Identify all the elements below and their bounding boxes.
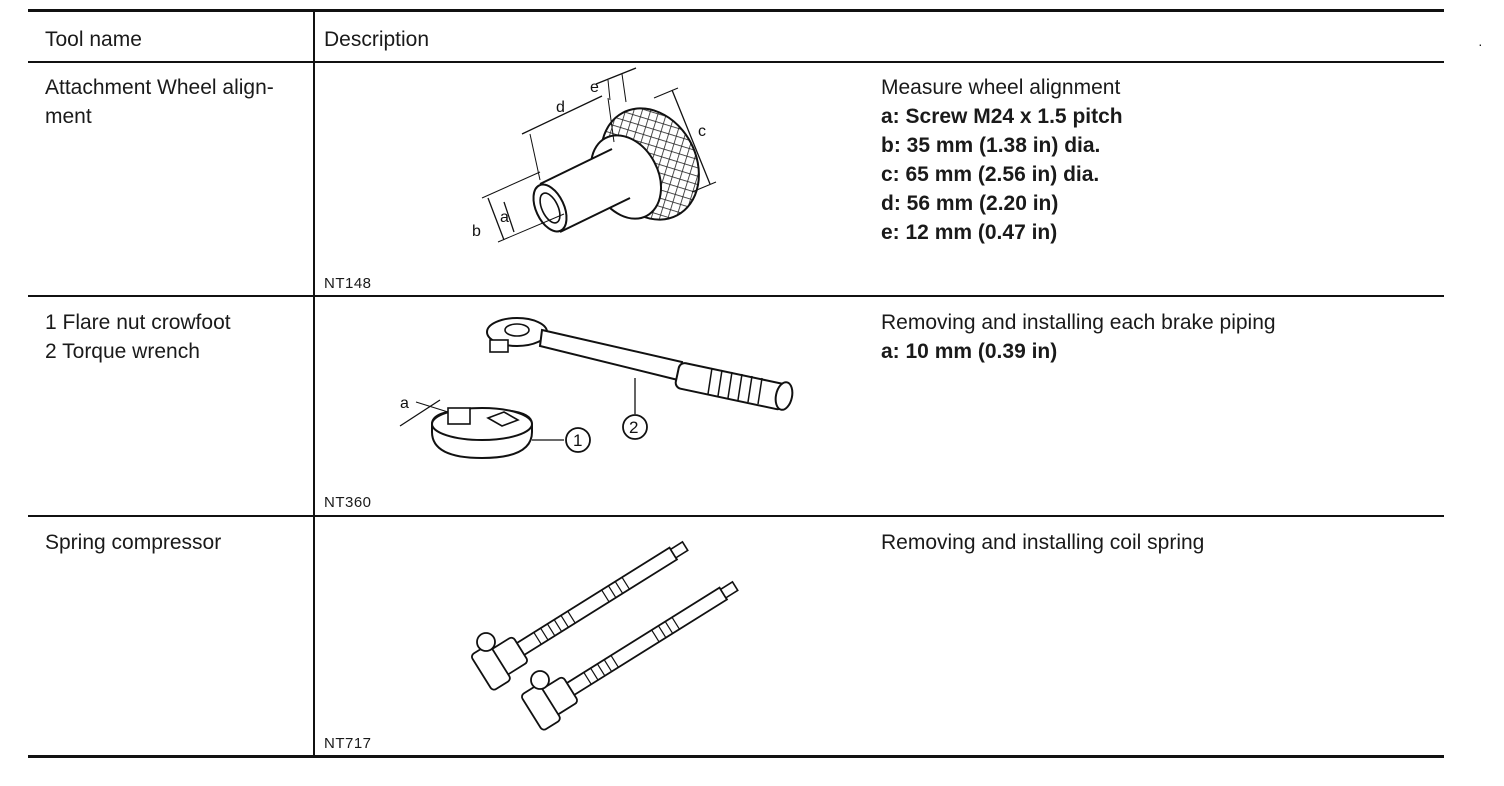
row-1-spec-e: e: 12 mm (0.47 in) xyxy=(881,221,1058,244)
table-bottom-rule xyxy=(28,755,1444,758)
header-description: Description xyxy=(324,28,430,51)
row-3-description-title: Removing and installing coil spring xyxy=(881,531,1205,554)
figure-label-a-crowfoot: a xyxy=(400,395,409,412)
row-3-tool-name: Spring compressor xyxy=(45,531,222,554)
figure-label-1: 1 xyxy=(573,431,582,450)
row-1-spec-d: d: 56 mm (2.20 in) xyxy=(881,192,1059,215)
row-2-description-title: Removing and installing each brake pipin… xyxy=(881,311,1276,334)
figure-label-e: e xyxy=(590,79,599,96)
row-1-figure-code: NT148 xyxy=(324,275,372,292)
header-tool-name: Tool name xyxy=(45,28,142,51)
header-bottom-rule xyxy=(28,61,1444,63)
row-2-tool-name-line-2: 2 Torque wrench xyxy=(45,340,200,363)
figure-label-b: b xyxy=(472,223,481,240)
row-1-spec-a: a: Screw M24 x 1.5 pitch xyxy=(881,105,1123,128)
row-1-spec-c: c: 65 mm (2.56 in) dia. xyxy=(881,163,1100,186)
figure-label-a: a xyxy=(500,209,509,226)
scan-speck: · xyxy=(1478,36,1483,52)
row-1-description-title: Measure wheel alignment xyxy=(881,76,1121,99)
figure-label-2: 2 xyxy=(629,418,638,437)
row-1-bottom-rule xyxy=(28,295,1444,297)
figure-label-d: d xyxy=(556,99,565,116)
column-divider xyxy=(313,11,315,756)
row-2-spec-a: a: 10 mm (0.39 in) xyxy=(881,340,1058,363)
row-1-description: Measure wheel alignment a: Screw M24 x 1… xyxy=(881,73,1123,247)
table-top-rule xyxy=(28,9,1444,12)
row-1-spec-b: b: 35 mm (1.38 in) dia. xyxy=(881,134,1101,157)
crowfoot-torque-wrench-figure: 2 a 1 xyxy=(399,317,794,460)
row-2-bottom-rule xyxy=(28,515,1444,517)
row-2-tool-name-line-1: 1 Flare nut crowfoot xyxy=(45,311,231,334)
row-3-description: Removing and installing coil spring xyxy=(881,528,1204,557)
row-2-description: Removing and installing each brake pipin… xyxy=(881,308,1276,366)
wheel-alignment-attachment-figure: d e c a b xyxy=(472,67,717,243)
row-1-tool-name-line-2: ment xyxy=(45,105,92,128)
figure-label-c: c xyxy=(698,123,706,140)
row-3-figure-code: NT717 xyxy=(324,735,372,752)
row-1-tool-name-line-1: Attachment Wheel align- xyxy=(45,76,274,99)
spring-compressor-figure xyxy=(471,540,739,731)
row-2-figure-code: NT360 xyxy=(324,494,372,511)
